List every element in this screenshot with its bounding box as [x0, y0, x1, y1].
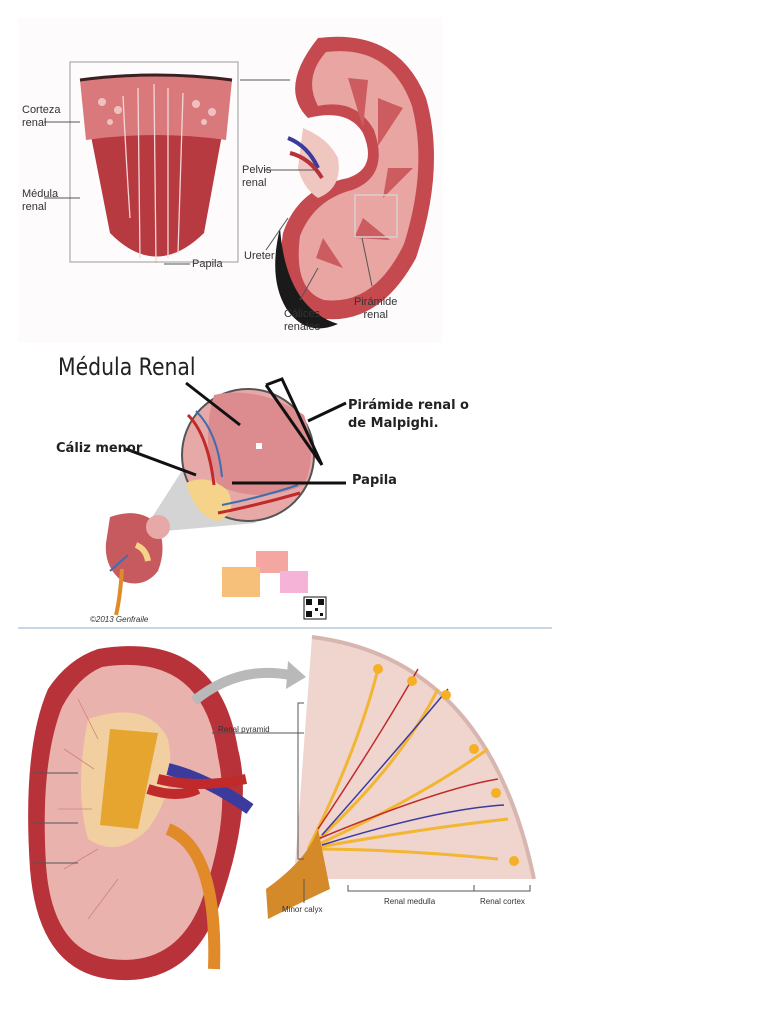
renal-pyramid-wedge [266, 635, 536, 919]
label-piramide-renal: Pirámide renal [354, 296, 398, 321]
medulla-wedge-illustration [79, 73, 233, 264]
credit-text: ©2013 Genfraile [90, 615, 149, 624]
zoom-frame [69, 61, 239, 263]
magnified-pyramid [181, 388, 315, 522]
label-piramide-malpighi: Pirámide renal o de Malpighi. [348, 398, 469, 431]
kidney-illustration [28, 646, 254, 981]
kidney-section-illustration [44, 36, 434, 329]
kidney-cross-section-illustration [275, 36, 434, 329]
medula-renal-illustration [105, 377, 347, 620]
qr-code-icon [303, 596, 327, 620]
small-kidney-illustration [105, 513, 170, 616]
zoom-box [354, 194, 398, 238]
label-calices-renales: Cálices renales [284, 308, 321, 333]
title-medula-renal: Médula Renal [58, 353, 196, 381]
note-pink [256, 551, 288, 573]
label-renal-cortex: Renal cortex [480, 897, 525, 906]
label-medula-renal: Médula renal [22, 188, 59, 213]
medula-renal-panel: Médula Renal Pirámide renal o de Malpigh… [18, 345, 538, 627]
label-renal-pyramid: Renal pyramid [218, 725, 270, 734]
label-pelvis-renal: Pelvis renal [242, 164, 272, 189]
label-corteza-renal: Corteza renal [22, 104, 61, 129]
label-ureter: Ureter [244, 250, 275, 262]
label-renal-medulla: Renal medulla [384, 897, 436, 906]
note-orange [222, 567, 260, 597]
label-minor-calyx: Minor calyx [282, 905, 323, 914]
label-papila-mid: Papila [352, 473, 397, 488]
note-magenta [280, 571, 308, 593]
renal-pyramid-illustration [28, 635, 536, 981]
renal-pyramid-panel: Renal pyramid Minor calyx Renal medulla … [18, 627, 552, 997]
label-caliz-menor: Cáliz menor [56, 441, 143, 456]
kidney-anatomy-panel-top: Corteza renal Médula renal Papila Pelvis… [18, 18, 442, 343]
label-papila: Papila [192, 258, 223, 270]
arrow-icon [190, 667, 291, 705]
